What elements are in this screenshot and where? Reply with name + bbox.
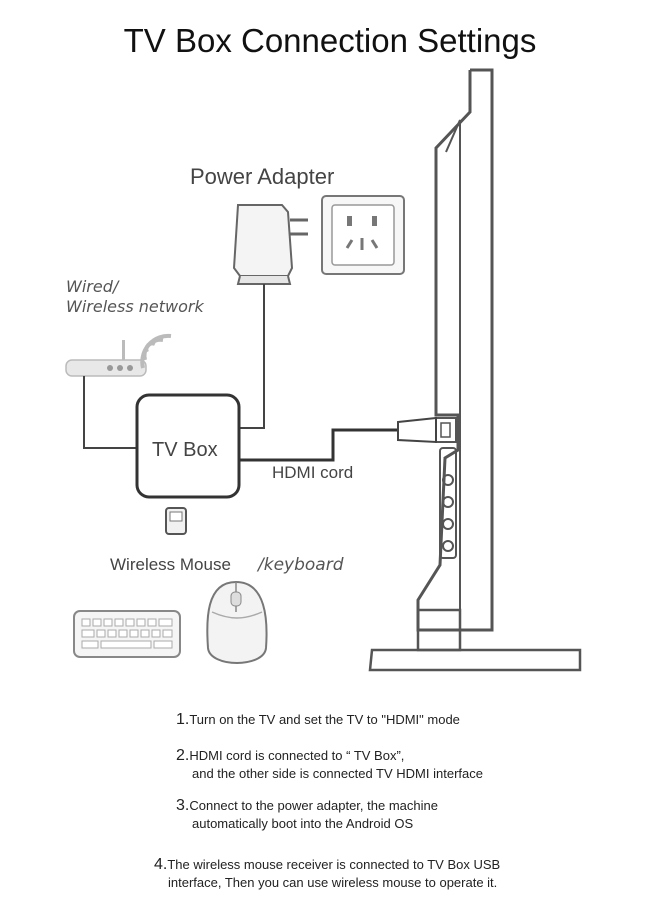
wifi-signal-icon [140,333,172,369]
mouse-icon [206,580,268,664]
keyboard-icon [73,610,181,658]
router-icon [65,340,147,377]
hdmi-plug-icon [397,416,437,444]
step-4: 4.The wireless mouse receiver is connect… [154,856,501,890]
hdmi-cord-label: HDMI cord [272,463,353,482]
step-1: 1.Turn on the TV and set the TV to "HDMI… [176,711,460,728]
keyboard-label: /keyboard [256,555,344,575]
tv-side-icon [368,68,582,672]
connection-diagram: Power Adapter Wired/ Wireless network TV… [65,68,582,672]
step-2: 2.HDMI cord is connected to “ TV Box”, a… [176,747,483,781]
wireless-mouse-label: Wireless Mouse [110,555,231,574]
network-label-line2: Wireless network [66,297,204,316]
wall-socket-icon [321,195,405,275]
diagram-title: TV Box Connection Settings [123,22,537,59]
network-cable [83,376,138,449]
tv-box-label: TV Box [152,439,218,461]
network-label-line1: Wired/ [66,277,120,296]
power-adapter-icon [232,204,308,285]
power-adapter-label: Power Adapter [190,164,334,189]
tv-box-icon: TV Box [135,393,241,499]
power-cable [240,284,265,429]
usb-receiver-icon [165,507,187,535]
hdmi-cable [240,428,400,462]
step-3: 3.Connect to the power adapter, the mach… [176,797,438,831]
